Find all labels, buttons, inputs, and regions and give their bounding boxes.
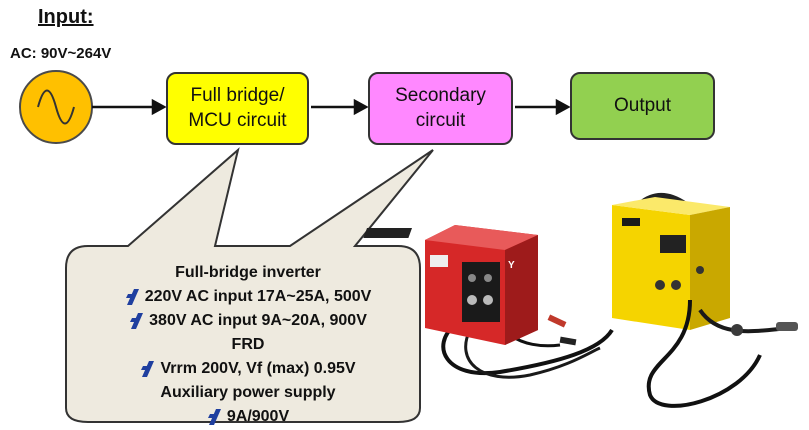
- callout-line-text: 9A/900V: [226, 408, 290, 425]
- callout-line-text: Vrrm 200V, Vf (max) 0.95V: [160, 360, 356, 377]
- callout-line: Vrrm 200V, Vf (max) 0.95V: [78, 357, 418, 381]
- callout-line: 380V AC input 9A~20A, 900V: [78, 309, 418, 333]
- bullet-icon: [125, 289, 139, 305]
- ac-source-icon: [19, 70, 93, 144]
- callout-line: 9A/900V: [78, 405, 418, 429]
- callout-line-text: 220V AC input 17A~25A, 500V: [144, 288, 372, 305]
- arrow-source-to-fullbridge: [92, 98, 167, 116]
- output-label: Output: [613, 94, 672, 116]
- yellow-welder-image: [612, 193, 798, 408]
- bullet-icon: [207, 409, 221, 425]
- secondary-circuit-label: Secondary circuit: [395, 85, 486, 131]
- svg-text:Y: Y: [508, 260, 515, 271]
- callout-line: Auxiliary power supply: [78, 381, 418, 405]
- full-bridge-block: Full bridge/ MCU circuit: [166, 72, 309, 145]
- callout-line-text: 380V AC input 9A~20A, 900V: [149, 312, 367, 329]
- arrow-fullbridge-to-secondary: [311, 98, 369, 116]
- ac-voltage-label: AC: 90V~264V: [10, 45, 112, 62]
- red-welder-image: Y: [363, 225, 614, 379]
- callout-text: Full-bridge inverter 220V AC input 17A~2…: [78, 261, 418, 429]
- input-title: Input:: [38, 6, 94, 28]
- bullet-icon: [130, 313, 144, 329]
- callout-line: 220V AC input 17A~25A, 500V: [78, 285, 418, 309]
- callout-line-text: Full-bridge inverter: [175, 264, 321, 281]
- callout-line-text: FRD: [231, 336, 265, 353]
- full-bridge-label: Full bridge/ MCU circuit: [188, 85, 287, 131]
- callout-line: FRD: [78, 333, 418, 357]
- arrow-secondary-to-output: [515, 98, 571, 116]
- callout-line-text: Auxiliary power supply: [160, 384, 336, 401]
- bullet-icon: [141, 361, 155, 377]
- callout-line: Full-bridge inverter: [78, 261, 418, 285]
- callout-bubble: [65, 147, 434, 423]
- output-block: Output: [570, 72, 715, 140]
- secondary-circuit-block: Secondary circuit: [368, 72, 513, 145]
